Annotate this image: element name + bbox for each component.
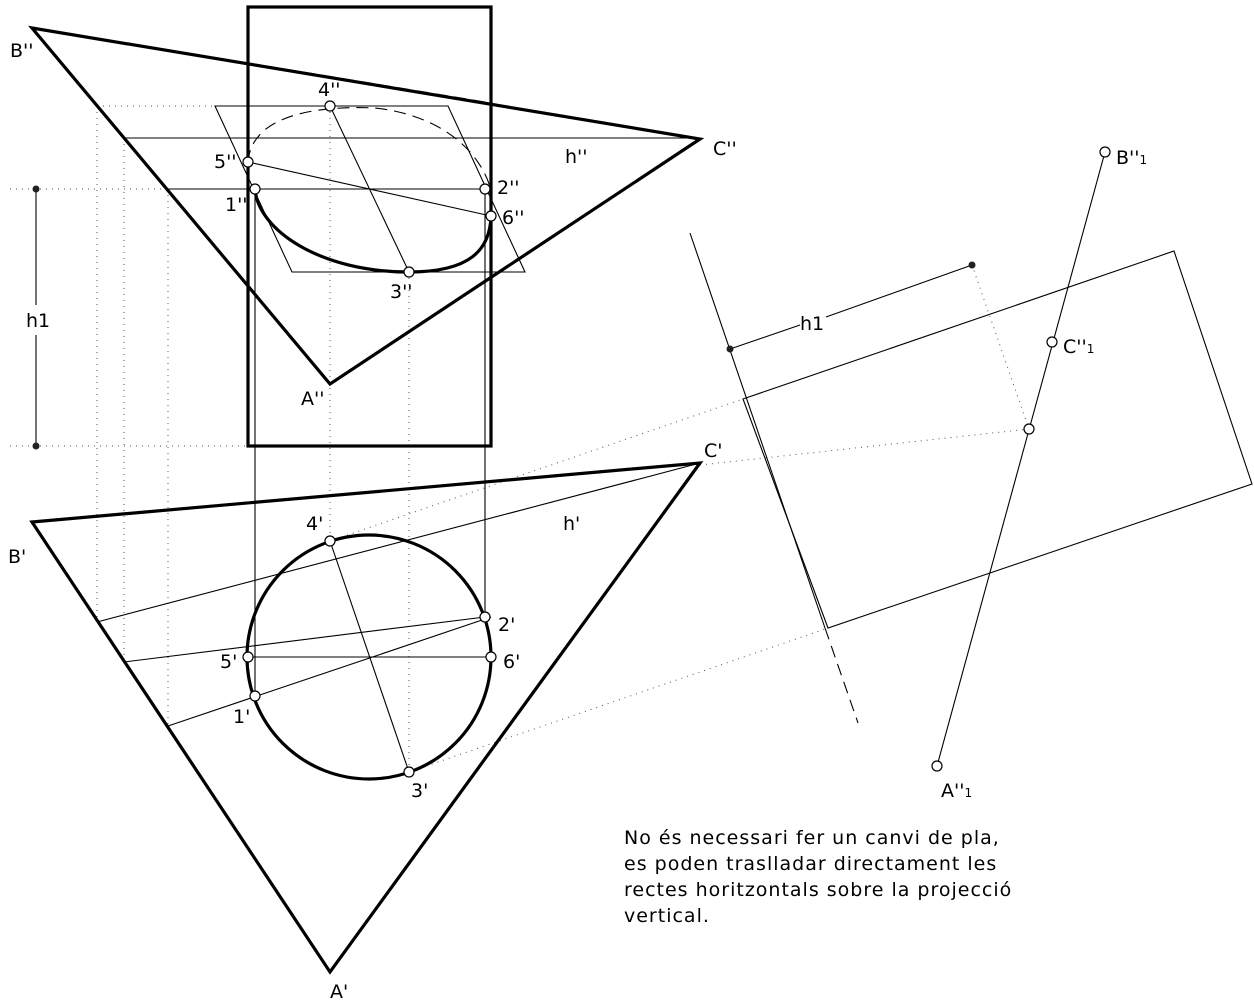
note-line-4: vertical.	[624, 905, 710, 927]
point-4-plan	[324, 535, 336, 547]
label-point-5-vertical: 5''	[214, 151, 237, 173]
point-3-vertical	[403, 266, 415, 278]
label-point-3-plan: 3'	[411, 780, 428, 802]
note-line-2: es poden traslladar directament les	[624, 853, 997, 875]
cylinder-auxiliary-projection	[742, 250, 1253, 629]
diameter-4-3	[329, 105, 410, 273]
horizontal-line-1-2	[167, 616, 492, 727]
label-A-aux: A''1	[941, 780, 972, 802]
horizontal-line-5-6	[123, 616, 486, 663]
label-B-plan: B'	[8, 546, 26, 568]
h1-dimension-right-a	[729, 324, 801, 350]
label-C-aux: C''1	[1063, 336, 1094, 358]
label-point-6-plan: 6'	[503, 651, 520, 673]
label-A-vertical: A''	[301, 388, 324, 410]
label-point-2-vertical: 2''	[497, 177, 520, 199]
point-4-vertical	[324, 100, 336, 112]
point-6-plan	[485, 651, 497, 663]
label-h1-right: h1	[800, 313, 824, 335]
ellipse-hidden-arc	[247, 107, 492, 191]
note-line-1: No és necessari fer un canvi de pla,	[624, 827, 1000, 849]
label-point-3-vertical: 3''	[390, 281, 413, 303]
point-5-vertical	[242, 156, 254, 168]
label-point-1-plan: 1'	[233, 706, 250, 728]
horizontal-projection	[29, 461, 704, 975]
label-B-aux: B''1	[1116, 147, 1147, 169]
note-line-3: rectes horitzontals sobre la projecció	[624, 879, 1012, 901]
point-6-vertical	[485, 210, 497, 222]
vertical-projection	[27, 5, 705, 696]
hidden-edge-BC	[247, 62, 492, 104]
label-point-6-vertical: 6''	[502, 207, 525, 229]
point-A-aux	[931, 760, 943, 772]
label-point-2-plan: 2'	[498, 614, 515, 636]
cylinder-vertical-projection	[246, 5, 493, 448]
plane-triangle-vertical	[27, 25, 705, 387]
point-markers	[242, 100, 1111, 778]
explanatory-note: No és necessari fer un canvi de pla, es …	[624, 827, 1012, 927]
point-5-plan	[242, 651, 254, 663]
label-point-4-vertical: 4''	[318, 79, 341, 101]
label-A-plan: A'	[330, 981, 348, 1003]
label-h1-left: h1	[26, 310, 50, 332]
h1-dimension-left	[32, 185, 40, 450]
point-1-vertical	[249, 183, 261, 195]
new-ground-line-dashed	[824, 627, 859, 724]
diameter-4-3-plan	[329, 540, 410, 773]
label-C-plan: C'	[704, 440, 723, 462]
new-ground-line	[689, 232, 826, 629]
plane-triangle-horizontal	[29, 461, 704, 975]
point-2-vertical	[479, 183, 491, 195]
label-point-5-plan: 5'	[220, 651, 237, 673]
point-1-plan	[249, 690, 261, 702]
auxiliary-view	[689, 151, 1253, 767]
label-C-vertical: C''	[713, 138, 737, 160]
horizontal-line-h1	[96, 462, 701, 623]
plane-edge-view	[936, 151, 1106, 767]
point-2-plan	[479, 611, 491, 623]
point-intersection-aux	[1023, 423, 1035, 435]
h1-dimension-right-b	[825, 264, 973, 318]
label-point-4-plan: 4'	[306, 513, 323, 535]
labels: B'' C'' A'' h'' 4'' 5'' 1'' 2'' 6'' 3'' …	[8, 40, 1147, 1003]
point-3-plan	[403, 766, 415, 778]
label-h-vertical: h''	[565, 146, 588, 168]
point-C-aux	[1046, 336, 1058, 348]
label-h-plan: h'	[563, 513, 580, 535]
label-point-1-vertical: 1''	[225, 194, 248, 216]
ellipse-visible-arc	[253, 188, 493, 274]
label-B-vertical: B''	[10, 40, 33, 62]
point-B-aux	[1099, 146, 1111, 158]
